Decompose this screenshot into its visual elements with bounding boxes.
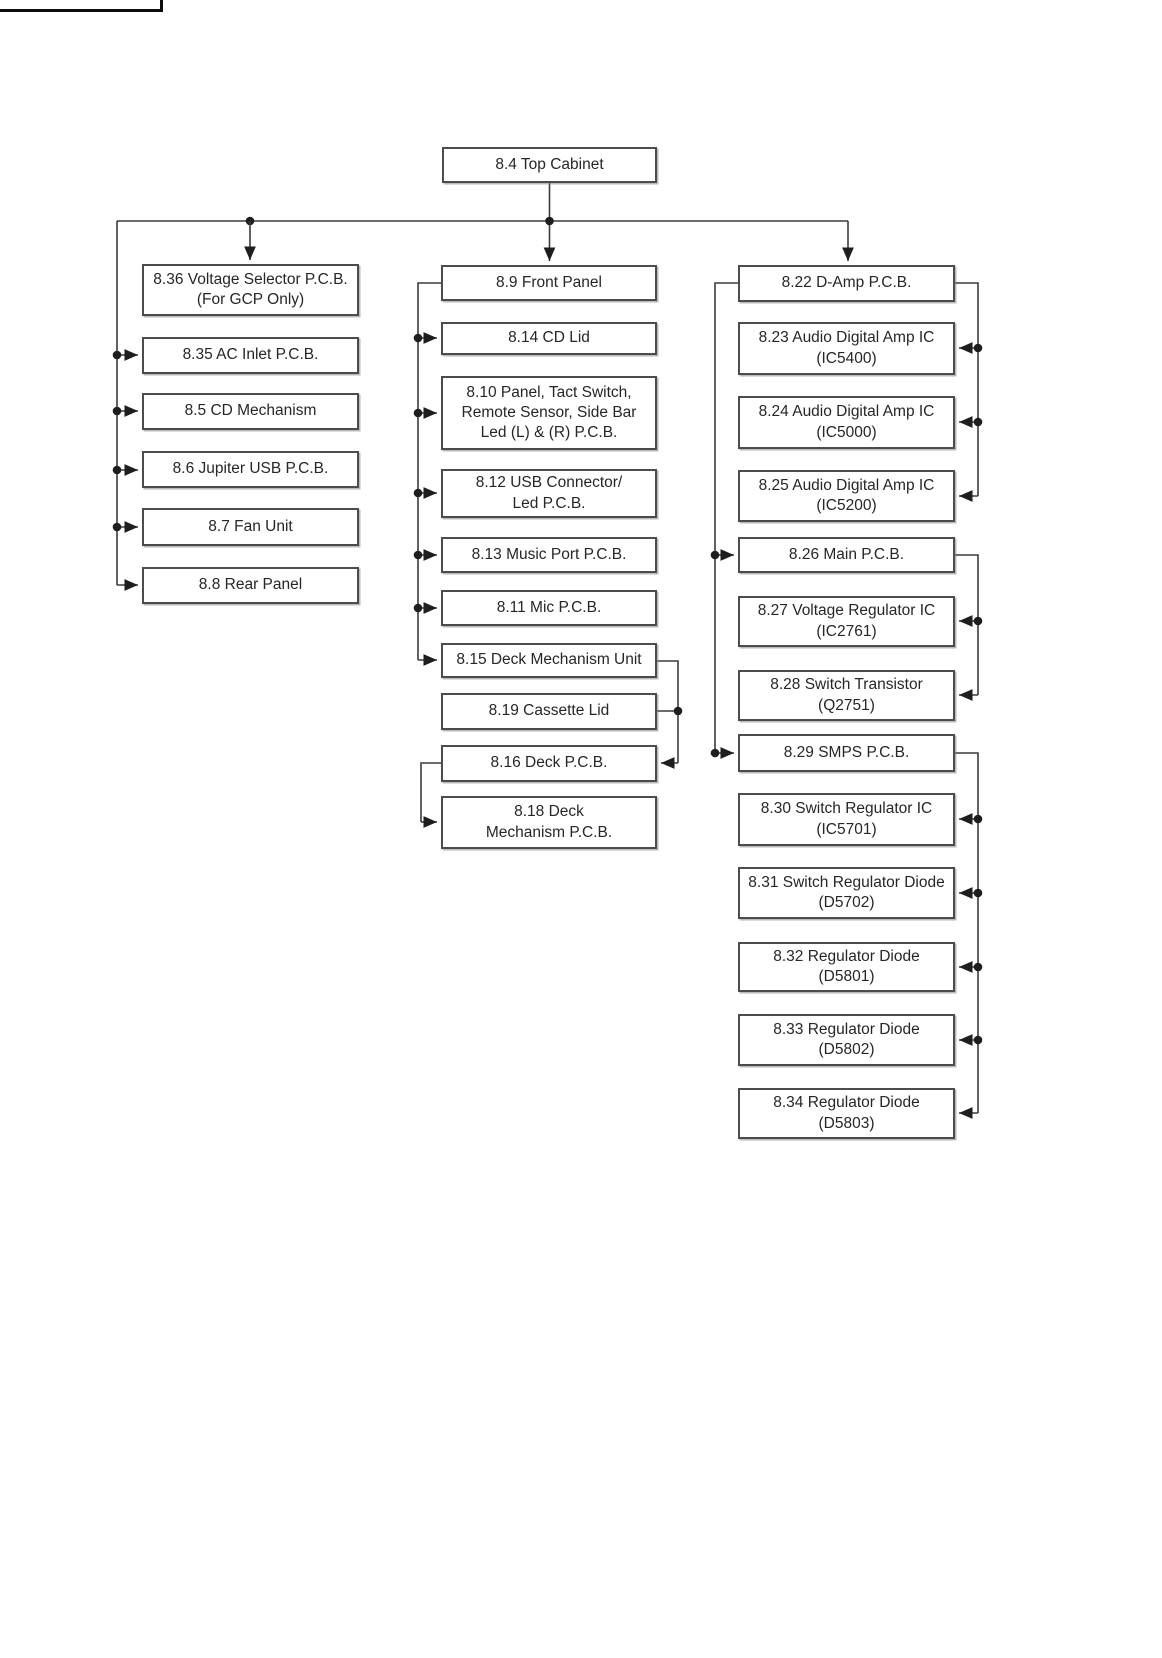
node-8-34-regulator-diode-d5803: 8.34 Regulator Diode (D5803): [738, 1088, 955, 1139]
main-pcb-connectors: [955, 554, 983, 701]
node-8-6-jupiter-usb-pcb: 8.6 Jupiter USB P.C.B.: [142, 451, 359, 488]
node-8-18-deck-mechanism-pcb: 8.18 Deck Mechanism P.C.B.: [441, 796, 657, 849]
node-8-28-switch-transistor-q2751: 8.28 Switch Transistor (Q2751): [738, 670, 955, 721]
node-8-32-regulator-diode-d5801: 8.32 Regulator Diode (D5801): [738, 942, 955, 992]
node-8-29-smps-pcb: 8.29 SMPS P.C.B.: [738, 734, 955, 772]
node-8-22-damp-pcb: 8.22 D-Amp P.C.B.: [738, 265, 955, 302]
node-8-7-fan-unit: 8.7 Fan Unit: [142, 508, 359, 546]
left-column-connectors: [112, 221, 256, 591]
node-8-14-cd-lid: 8.14 CD Lid: [441, 322, 657, 355]
node-8-33-regulator-diode-d5802: 8.33 Regulator Diode (D5802): [738, 1014, 955, 1066]
front-panel-connectors: [413, 282, 441, 666]
damp-pcb-connectors: [710, 282, 983, 759]
node-8-26-main-pcb: 8.26 Main P.C.B.: [738, 537, 955, 573]
trunk-connector: [117, 183, 854, 261]
page-edge-artifact: [0, 0, 163, 12]
node-8-11-mic-pcb: 8.11 Mic P.C.B.: [441, 590, 657, 626]
node-8-35-ac-inlet-pcb: 8.35 AC Inlet P.C.B.: [142, 337, 359, 374]
node-8-19-cassette-lid: 8.19 Cassette Lid: [441, 693, 657, 730]
node-8-4-top-cabinet: 8.4 Top Cabinet: [442, 147, 657, 183]
node-8-12-usb-connector-led-pcb: 8.12 USB Connector/ Led P.C.B.: [441, 469, 657, 518]
node-8-16-deck-pcb: 8.16 Deck P.C.B.: [441, 745, 657, 782]
deck-mechanism-connectors: [420, 660, 683, 828]
node-8-27-voltage-regulator-ic2761: 8.27 Voltage Regulator IC (IC2761): [738, 596, 955, 647]
node-8-10-panel-tact-switch-pcb: 8.10 Panel, Tact Switch, Remote Sensor, …: [441, 376, 657, 450]
node-8-25-audio-digital-amp-ic5200: 8.25 Audio Digital Amp IC (IC5200): [738, 470, 955, 522]
node-8-31-switch-regulator-diode-d5702: 8.31 Switch Regulator Diode (D5702): [738, 867, 955, 919]
node-8-23-audio-digital-amp-ic5400: 8.23 Audio Digital Amp IC (IC5400): [738, 322, 955, 375]
node-8-36-voltage-selector-pcb: 8.36 Voltage Selector P.C.B. (For GCP On…: [142, 264, 359, 316]
node-8-30-switch-regulator-ic5701: 8.30 Switch Regulator IC (IC5701): [738, 793, 955, 846]
node-8-5-cd-mechanism: 8.5 CD Mechanism: [142, 393, 359, 430]
node-8-15-deck-mechanism-unit: 8.15 Deck Mechanism Unit: [441, 643, 657, 678]
node-8-9-front-panel: 8.9 Front Panel: [441, 265, 657, 301]
node-8-24-audio-digital-amp-ic5000: 8.24 Audio Digital Amp IC (IC5000): [738, 396, 955, 449]
smps-pcb-connectors: [955, 752, 983, 1119]
node-8-8-rear-panel: 8.8 Rear Panel: [142, 567, 359, 604]
node-8-13-music-port-pcb: 8.13 Music Port P.C.B.: [441, 537, 657, 573]
